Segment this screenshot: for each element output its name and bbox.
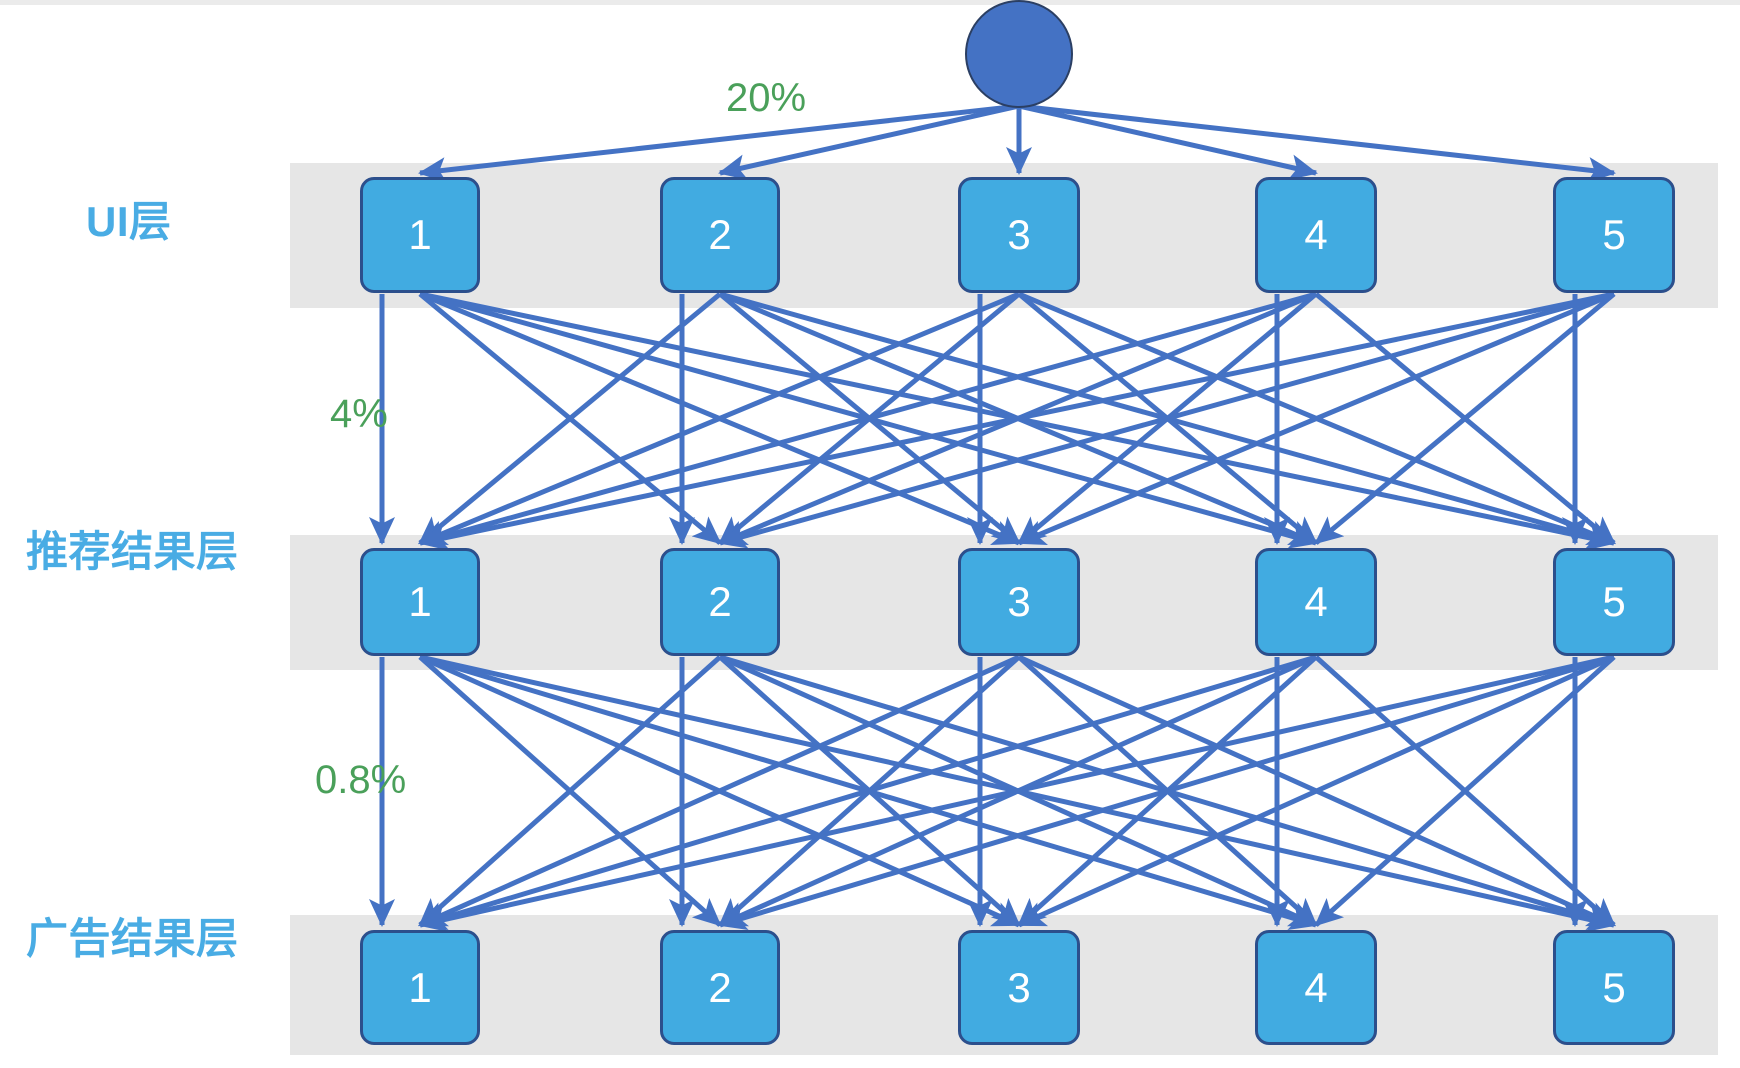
edge: [719, 291, 1616, 549]
edge: [419, 291, 1616, 551]
edge: [718, 292, 1021, 545]
node-ui-4[interactable]: 4: [1255, 177, 1377, 293]
layer-label-ui: UI层: [86, 198, 172, 245]
edge: [418, 291, 1020, 546]
edge: [419, 654, 1318, 931]
node-ui-2[interactable]: 2: [660, 177, 780, 293]
edge: [419, 291, 1021, 546]
edge: [418, 654, 1317, 931]
node-ui-1[interactable]: 1: [360, 177, 480, 293]
node-ad-1[interactable]: 1: [360, 930, 480, 1045]
edge: [718, 654, 1615, 930]
edge: [718, 655, 1021, 927]
top-strip: [0, 0, 1740, 5]
node-recommend-4[interactable]: 4: [1255, 548, 1377, 656]
node-recommend-5[interactable]: 5: [1553, 548, 1675, 656]
edge: [418, 655, 722, 927]
rate-recommend-to-ad: 0.8%: [315, 758, 407, 802]
edge: [418, 291, 1317, 549]
edge: [718, 654, 1318, 928]
edge: [1314, 655, 1616, 927]
node-recommend-1[interactable]: 1: [360, 548, 480, 656]
edge: [1017, 292, 1318, 545]
node-ui-5[interactable]: 5: [1553, 177, 1675, 293]
edge: [419, 654, 1616, 932]
edge: [718, 291, 1317, 546]
rate-root-to-ui: 20%: [726, 76, 807, 120]
node-ui-3[interactable]: 3: [958, 177, 1080, 293]
node-ad-4[interactable]: 4: [1255, 930, 1377, 1045]
edge: [419, 291, 1318, 549]
edge: [1017, 291, 1615, 546]
edge: [418, 654, 1021, 928]
node-ad-2[interactable]: 2: [660, 930, 780, 1045]
edge: [418, 654, 1615, 932]
edge: [1018, 291, 1616, 546]
layer-label-ad: 广告结果层: [26, 915, 239, 962]
node-ad-3[interactable]: 3: [958, 930, 1080, 1045]
edge: [719, 291, 1318, 546]
edge: [418, 292, 722, 545]
edge: [718, 655, 1021, 927]
edge: [418, 654, 1021, 928]
edge: [1017, 654, 1616, 928]
layer-label-recommend: 推荐结果层: [26, 528, 239, 575]
node-ad-5[interactable]: 5: [1553, 930, 1675, 1045]
edge: [1017, 655, 1318, 927]
edge: [718, 654, 1318, 928]
edge: [719, 654, 1616, 930]
edge: [1017, 655, 1318, 927]
rate-ui-to-recommend: 4%: [330, 392, 388, 436]
edge: [1017, 654, 1616, 928]
root-node[interactable]: [965, 0, 1073, 108]
edge: [1314, 292, 1616, 545]
edge: [718, 292, 1021, 545]
edge: [1314, 292, 1616, 545]
edge: [418, 655, 722, 927]
edge: [1017, 292, 1318, 545]
edge: [418, 292, 722, 545]
edge: [1314, 655, 1616, 927]
node-recommend-3[interactable]: 3: [958, 548, 1080, 656]
node-recommend-2[interactable]: 2: [660, 548, 780, 656]
edge: [718, 291, 1615, 549]
edge: [418, 291, 1615, 551]
